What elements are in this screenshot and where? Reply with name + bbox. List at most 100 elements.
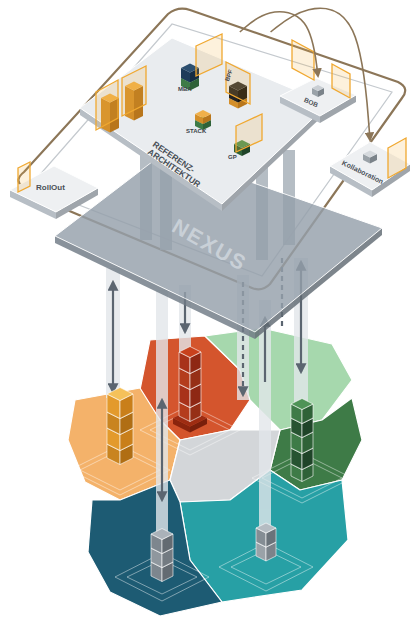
region-stacks bbox=[107, 347, 313, 582]
region-stacks bbox=[120, 444, 133, 465]
component-cubes bbox=[181, 74, 199, 83]
contour-rings bbox=[231, 550, 301, 584]
region-stacks bbox=[151, 557, 173, 568]
orange-frames bbox=[96, 80, 118, 130]
region-stacks bbox=[173, 410, 207, 427]
orange-frames bbox=[292, 40, 314, 80]
region-stacks bbox=[107, 444, 120, 465]
region-stacks bbox=[302, 448, 313, 470]
region-stacks bbox=[151, 543, 173, 554]
component-cubes bbox=[181, 64, 199, 73]
region-stacks bbox=[179, 379, 201, 390]
component-cubes bbox=[190, 68, 199, 83]
region-stacks bbox=[302, 432, 313, 454]
orange-frames bbox=[388, 138, 406, 178]
region-stacks bbox=[173, 418, 190, 433]
region-stacks bbox=[120, 394, 133, 419]
region-stacks bbox=[179, 402, 190, 422]
component-cubes bbox=[234, 140, 250, 148]
component-cubes bbox=[363, 154, 370, 164]
region-stacks bbox=[162, 548, 173, 568]
region-stacks bbox=[190, 352, 201, 374]
component-cubes bbox=[312, 88, 318, 97]
region-stacks bbox=[190, 418, 207, 433]
component-cubes bbox=[181, 78, 190, 91]
platform: Kollaboration bbox=[328, 140, 412, 202]
region-stacks bbox=[266, 542, 276, 561]
orange-frames bbox=[332, 64, 350, 98]
contour-rings bbox=[115, 553, 209, 601]
contour-rings bbox=[252, 453, 352, 503]
region-stacks bbox=[291, 404, 302, 424]
region-stacks bbox=[151, 548, 162, 568]
flow-arrow bbox=[240, 12, 318, 76]
component-cubes bbox=[195, 120, 203, 130]
component-cubes bbox=[195, 114, 203, 124]
component-cubes bbox=[229, 86, 238, 103]
component-cubes bbox=[242, 144, 250, 156]
component-cubes bbox=[238, 86, 247, 103]
region-stacks bbox=[302, 464, 313, 482]
germany-map bbox=[68, 388, 180, 500]
contour-rings bbox=[140, 405, 240, 455]
component-cubes bbox=[203, 120, 211, 130]
orange-frames bbox=[196, 34, 222, 76]
germany-map bbox=[140, 336, 250, 440]
component-cubes bbox=[238, 98, 247, 109]
light-shafts bbox=[259, 300, 271, 540]
region-stacks bbox=[291, 432, 302, 454]
region-stacks bbox=[291, 427, 313, 438]
platform-top bbox=[10, 166, 98, 212]
region-stacks bbox=[190, 402, 201, 422]
germany-map bbox=[180, 470, 348, 602]
germany-map bbox=[270, 398, 362, 490]
region-stacks bbox=[291, 448, 302, 470]
component-cubes bbox=[195, 110, 211, 118]
region-stacks bbox=[107, 394, 120, 419]
region-stacks bbox=[179, 347, 201, 358]
component-cubes bbox=[125, 82, 143, 91]
component-cubes bbox=[125, 86, 134, 121]
region-stacks bbox=[266, 528, 276, 547]
component-cubes bbox=[190, 78, 199, 91]
region-stacks bbox=[107, 388, 133, 401]
region-stacks bbox=[120, 428, 133, 451]
region-stacks bbox=[256, 523, 276, 533]
region-stacks bbox=[179, 397, 201, 408]
component-cubes bbox=[195, 116, 211, 124]
platform: RollOut bbox=[8, 164, 100, 222]
component-cubes bbox=[101, 64, 377, 164]
germany-map bbox=[170, 430, 280, 502]
component-cubes bbox=[234, 144, 242, 156]
component-cubes bbox=[203, 114, 211, 124]
region-stacks bbox=[302, 404, 313, 424]
platform-top bbox=[55, 152, 382, 332]
region-stacks bbox=[151, 562, 162, 582]
component-cubes bbox=[229, 98, 238, 109]
platform-shape bbox=[8, 164, 100, 222]
contour-rings bbox=[150, 410, 230, 450]
platform-label: RollOut bbox=[36, 184, 86, 193]
component-cubes bbox=[318, 88, 324, 97]
component-cubes bbox=[101, 94, 119, 103]
orange-frames bbox=[226, 62, 250, 104]
component-cubes bbox=[110, 98, 119, 133]
region-stacks bbox=[179, 352, 190, 374]
region-stacks bbox=[107, 422, 133, 435]
region-stacks bbox=[291, 443, 313, 454]
vertical-arrows bbox=[112, 282, 114, 392]
germany-map bbox=[205, 328, 352, 430]
flow-arrow bbox=[271, 8, 370, 140]
component-cubes bbox=[181, 68, 190, 83]
light-shafts bbox=[106, 268, 120, 398]
platform: REFERENZ-ARCHITEKTUR bbox=[76, 32, 332, 216]
region-stacks bbox=[107, 412, 120, 435]
orange-frames bbox=[18, 34, 406, 192]
region-stacks bbox=[256, 537, 276, 547]
component-cubes bbox=[370, 154, 377, 164]
vertical-arrows bbox=[161, 400, 163, 500]
region-stacks bbox=[162, 562, 173, 582]
component-cubes bbox=[229, 94, 247, 103]
